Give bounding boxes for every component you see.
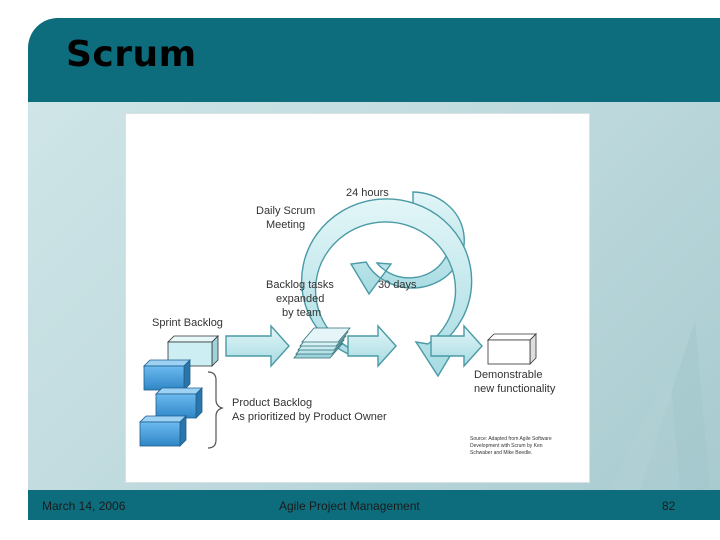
slide-title: Scrum [66, 34, 197, 75]
label-backlog-tasks-line3: by team [282, 307, 321, 319]
footer-title: Agile Project Management [279, 499, 420, 513]
source-note-line3: Schwaber and Mike Beedle. [470, 450, 532, 456]
label-demonstrable-line1: Demonstrable [474, 369, 542, 381]
source-note-line2: Development with Scrum by Ken [470, 443, 543, 449]
source-note-line1: Source: Adapted from Agile Software [470, 436, 552, 442]
product-backlog-blocks [139, 359, 203, 447]
product-backlog-bracket [207, 371, 224, 449]
label-backlog-tasks-line2: expanded [276, 293, 324, 305]
demonstrable-output-block [487, 333, 537, 365]
label-product-backlog-line1: Product Backlog [232, 397, 312, 409]
label-product-backlog-line2: As prioritized by Product Owner [232, 411, 387, 423]
footer-bar [28, 490, 720, 520]
product-backlog-block-3 [139, 415, 187, 447]
label-24-hours: 24 hours [346, 187, 389, 199]
label-backlog-tasks-line1: Backlog tasks [266, 279, 334, 291]
flow-arrow-to-tasks [225, 324, 290, 368]
task-cards-stack [293, 327, 351, 359]
label-sprint-backlog: Sprint Backlog [152, 317, 223, 329]
scrum-diagram: 24 hours Daily Scrum Meeting 30 days Bac… [125, 113, 590, 483]
footer-date: March 14, 2006 [42, 499, 126, 513]
title-bar [28, 18, 720, 102]
scrum-diagram-svg: 24 hours Daily Scrum Meeting 30 days Bac… [139, 187, 556, 456]
background-decoration [610, 320, 710, 490]
footer-page-number: 82 [662, 499, 676, 513]
label-demonstrable-line2: new functionality [474, 383, 556, 395]
product-backlog-block-1 [143, 359, 191, 391]
flow-arrow-to-output [430, 324, 483, 368]
product-backlog-block-2 [155, 387, 203, 419]
label-30-days: 30 days [378, 279, 417, 291]
label-daily-scrum-line1: Daily Scrum [256, 205, 315, 217]
label-daily-scrum-line2: Meeting [266, 219, 305, 231]
flow-arrow-to-cycle [347, 324, 397, 368]
